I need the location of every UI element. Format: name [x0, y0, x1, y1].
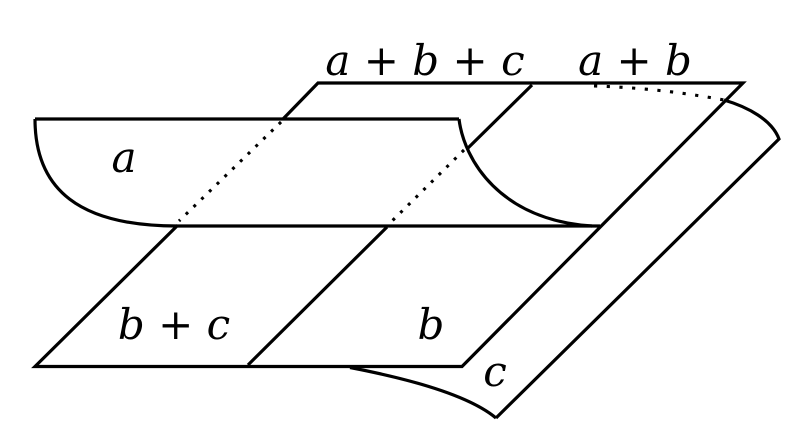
- label-a: a: [111, 133, 136, 182]
- hidden-fold-left-dotted: [177, 120, 283, 223]
- label-sum-b-c: b + c: [118, 300, 230, 349]
- bottom-curl-edge: [349, 365, 498, 420]
- hidden-fold-middle-dotted: [389, 148, 466, 224]
- label-c: c: [483, 347, 507, 396]
- left-curl-edge: [33, 118, 178, 228]
- middle-curl-fold: [466, 83, 534, 150]
- label-sum-a-b: a + b: [578, 36, 692, 85]
- middle-curl-edge: [457, 118, 593, 228]
- label-b: b: [418, 300, 445, 349]
- right-curl-edge: [494, 98, 781, 420]
- label-sum-a-b-c: a + b + c: [325, 36, 524, 85]
- hidden-curl-crease-dotted: [593, 84, 725, 102]
- front-divider: [246, 225, 389, 367]
